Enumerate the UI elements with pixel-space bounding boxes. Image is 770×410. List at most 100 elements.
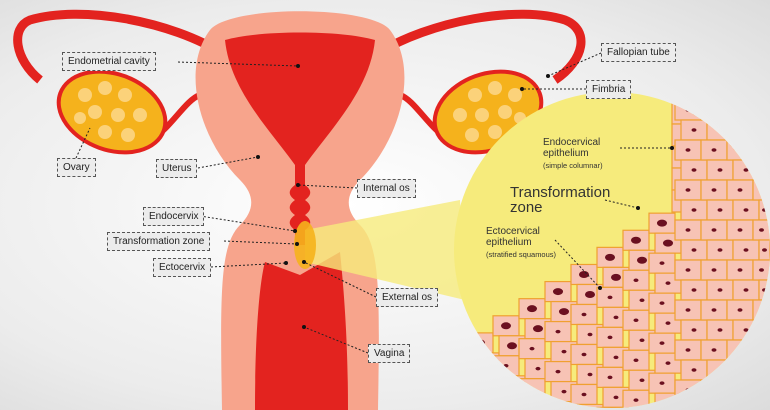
- cell-nucleus: [665, 399, 671, 404]
- epithelial-cell: [674, 379, 702, 401]
- cell-nucleus: [743, 208, 749, 212]
- cell-nucleus: [711, 308, 717, 312]
- label-fimbria: Fimbria: [586, 80, 632, 99]
- cell-nucleus: [691, 168, 697, 172]
- epithelial-cell: [706, 119, 734, 141]
- epithelial-cell: [680, 399, 708, 408]
- epithelial-cell: [680, 92, 708, 101]
- ectocervical-epithelium-label: Ectocervical epithelium (stratified squa…: [486, 226, 566, 260]
- epithelial-cell: [671, 92, 695, 103]
- cell-nucleus: [762, 328, 767, 332]
- cell-nucleus: [503, 401, 509, 405]
- label-ectocervix: Ectocervix: [153, 258, 212, 277]
- cell-nucleus: [762, 403, 767, 407]
- cell-nucleus: [685, 268, 691, 272]
- cell-nucleus: [585, 290, 595, 298]
- cell-nucleus: [507, 342, 517, 350]
- cell-nucleus: [685, 348, 691, 352]
- cell-nucleus: [659, 301, 665, 305]
- epithelial-cell: [732, 399, 760, 408]
- cell-nucleus: [689, 92, 699, 94]
- cell-nucleus: [743, 128, 749, 132]
- cell-nucleus: [759, 268, 764, 272]
- cell-nucleus: [759, 148, 764, 152]
- cell-nucleus: [685, 308, 691, 312]
- cell-nucleus: [561, 349, 567, 354]
- cell-nucleus: [483, 399, 489, 404]
- cell-nucleus: [691, 288, 697, 292]
- cell-nucleus: [759, 348, 764, 352]
- cell-nucleus: [683, 67, 693, 74]
- epithelial-cell: [732, 359, 760, 381]
- leader-dots: [256, 64, 674, 329]
- cell-nucleus: [637, 256, 647, 264]
- cell-nucleus: [762, 128, 767, 132]
- cell-nucleus: [711, 348, 717, 352]
- cell-nucleus: [581, 312, 587, 317]
- cell-nucleus: [605, 253, 615, 261]
- cell-nucleus: [659, 381, 665, 385]
- label-endometrial-cavity: Endometrial cavity: [62, 52, 156, 71]
- cell-nucleus: [759, 188, 764, 192]
- cell-nucleus: [657, 219, 667, 227]
- cell-nucleus: [535, 402, 541, 407]
- cell-nucleus: [711, 108, 717, 112]
- epithelial-cell: [758, 119, 770, 141]
- cell-nucleus: [685, 388, 691, 392]
- cell-nucleus: [665, 361, 671, 365]
- epithelial-cell: [752, 139, 770, 161]
- cell-nucleus: [527, 305, 537, 313]
- epithelial-cell: [752, 99, 770, 121]
- cell-nucleus: [759, 308, 764, 312]
- cell-nucleus: [561, 389, 567, 394]
- epithelial-cell: [472, 392, 500, 408]
- cell-nucleus: [715, 92, 725, 94]
- cell-nucleus: [759, 388, 764, 392]
- cell-nucleus: [685, 148, 691, 152]
- cell-nucleus: [633, 398, 639, 402]
- cell-nucleus: [741, 92, 751, 94]
- cell-nucleus: [743, 288, 749, 292]
- cell-nucleus: [581, 352, 587, 357]
- cell-nucleus: [503, 364, 509, 368]
- cell-nucleus: [587, 372, 593, 377]
- cell-nucleus: [685, 228, 691, 232]
- cell-nucleus: [633, 278, 639, 283]
- cell-nucleus: [717, 208, 723, 212]
- cell-nucleus: [737, 148, 743, 152]
- cell-nucleus: [691, 403, 697, 407]
- cell-nucleus: [759, 92, 770, 94]
- cell-nucleus: [743, 248, 749, 252]
- cell-nucleus: [691, 128, 697, 132]
- epithelial-cell: [693, 92, 735, 103]
- cell-nucleus: [691, 208, 697, 212]
- epithelial-cell: [726, 339, 754, 361]
- epithelial-cell: [758, 92, 770, 101]
- epithelial-cell: [700, 99, 728, 121]
- cell-nucleus: [559, 308, 569, 316]
- cell-nucleus: [611, 273, 621, 281]
- cell-nucleus: [737, 308, 743, 312]
- epithelial-cell: [752, 339, 770, 361]
- cell-nucleus: [579, 270, 589, 278]
- cell-nucleus: [633, 358, 639, 363]
- cell-nucleus: [481, 359, 491, 367]
- epithelial-cell: [732, 119, 760, 141]
- cell-nucleus: [759, 228, 764, 232]
- epithelial-cell: [758, 399, 770, 408]
- epithelial-cell: [726, 139, 754, 161]
- cell-nucleus: [757, 67, 767, 74]
- epithelial-cell: [726, 379, 754, 401]
- cell-nucleus: [735, 67, 745, 74]
- right-fallopian-tube: [372, 9, 586, 84]
- epithelial-cell: [674, 99, 702, 121]
- cell-nucleus: [717, 168, 723, 172]
- epithelial-cell: [700, 379, 728, 401]
- endocervical-title: Endocervical epithelium: [543, 137, 601, 159]
- cell-nucleus: [659, 261, 665, 265]
- cell-nucleus: [691, 248, 697, 252]
- endocervical-epithelium-label: Endocervical epithelium (simple columnar…: [543, 137, 623, 171]
- epithelial-cell: [758, 359, 770, 381]
- cell-nucleus: [581, 392, 587, 397]
